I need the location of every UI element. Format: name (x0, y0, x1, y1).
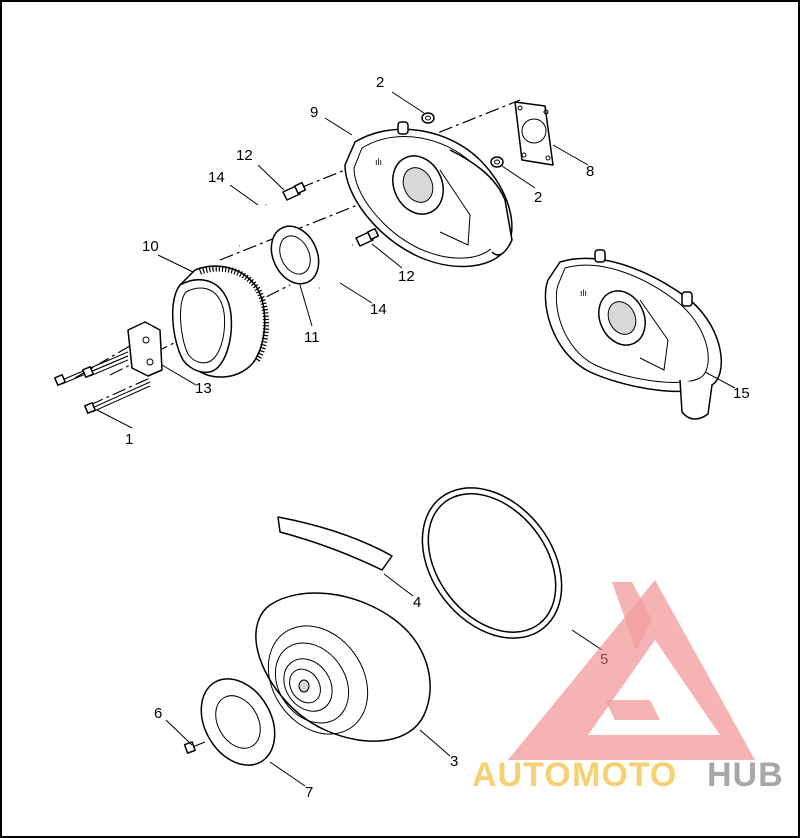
callout-15: 15 (733, 385, 750, 402)
part-2-o-rings (421, 112, 504, 168)
callout-1: 1 (125, 431, 133, 448)
callout-8: 8 (586, 163, 594, 180)
part-3-cover (255, 592, 431, 742)
part-6-screw (183, 741, 206, 754)
part-15-backplate-alt: ılı (544, 249, 723, 420)
callout-10: 10 (142, 238, 159, 255)
part-12-breather-bolts (282, 181, 380, 247)
part-13-bracket (127, 321, 163, 377)
part-8-gasket (514, 101, 554, 166)
watermark-word-hub: HUB (707, 756, 784, 794)
part-5-retaining-ring (421, 487, 563, 639)
part-1-screws (54, 351, 151, 414)
part-10-filter-element (171, 265, 270, 378)
callout-6: 6 (154, 705, 162, 722)
part-7-medallion (200, 678, 276, 766)
callout-14-top: 14 (208, 169, 225, 186)
callout-11: 11 (304, 329, 320, 346)
part-11-element-gasket (270, 225, 320, 285)
callout-9: 9 (310, 104, 318, 121)
callout-14-bottom: 14 (370, 301, 387, 318)
watermark-word-moto: MOTO (572, 756, 677, 794)
callout-7: 7 (305, 784, 313, 801)
svg-text:ılı: ılı (580, 288, 587, 298)
part-9-backplate: ılı (344, 121, 513, 268)
callout-12-top: 12 (236, 147, 253, 164)
svg-text:ılı: ılı (375, 157, 382, 167)
leader-lines (96, 91, 736, 787)
callout-13: 13 (195, 380, 212, 397)
watermark-triangle-logo (508, 580, 755, 760)
part-4-trim-strip (277, 516, 393, 571)
callout-3: 3 (450, 753, 458, 770)
callout-2-right: 2 (534, 189, 542, 206)
callout-2-top: 2 (376, 74, 384, 91)
callout-12-bottom: 12 (398, 268, 415, 285)
part-14-breather-hoses (239, 204, 353, 290)
callout-4: 4 (413, 594, 421, 611)
automotohub-watermark: AUTO MOTO HUB (472, 580, 784, 794)
watermark-word-auto: AUTO (472, 756, 572, 794)
